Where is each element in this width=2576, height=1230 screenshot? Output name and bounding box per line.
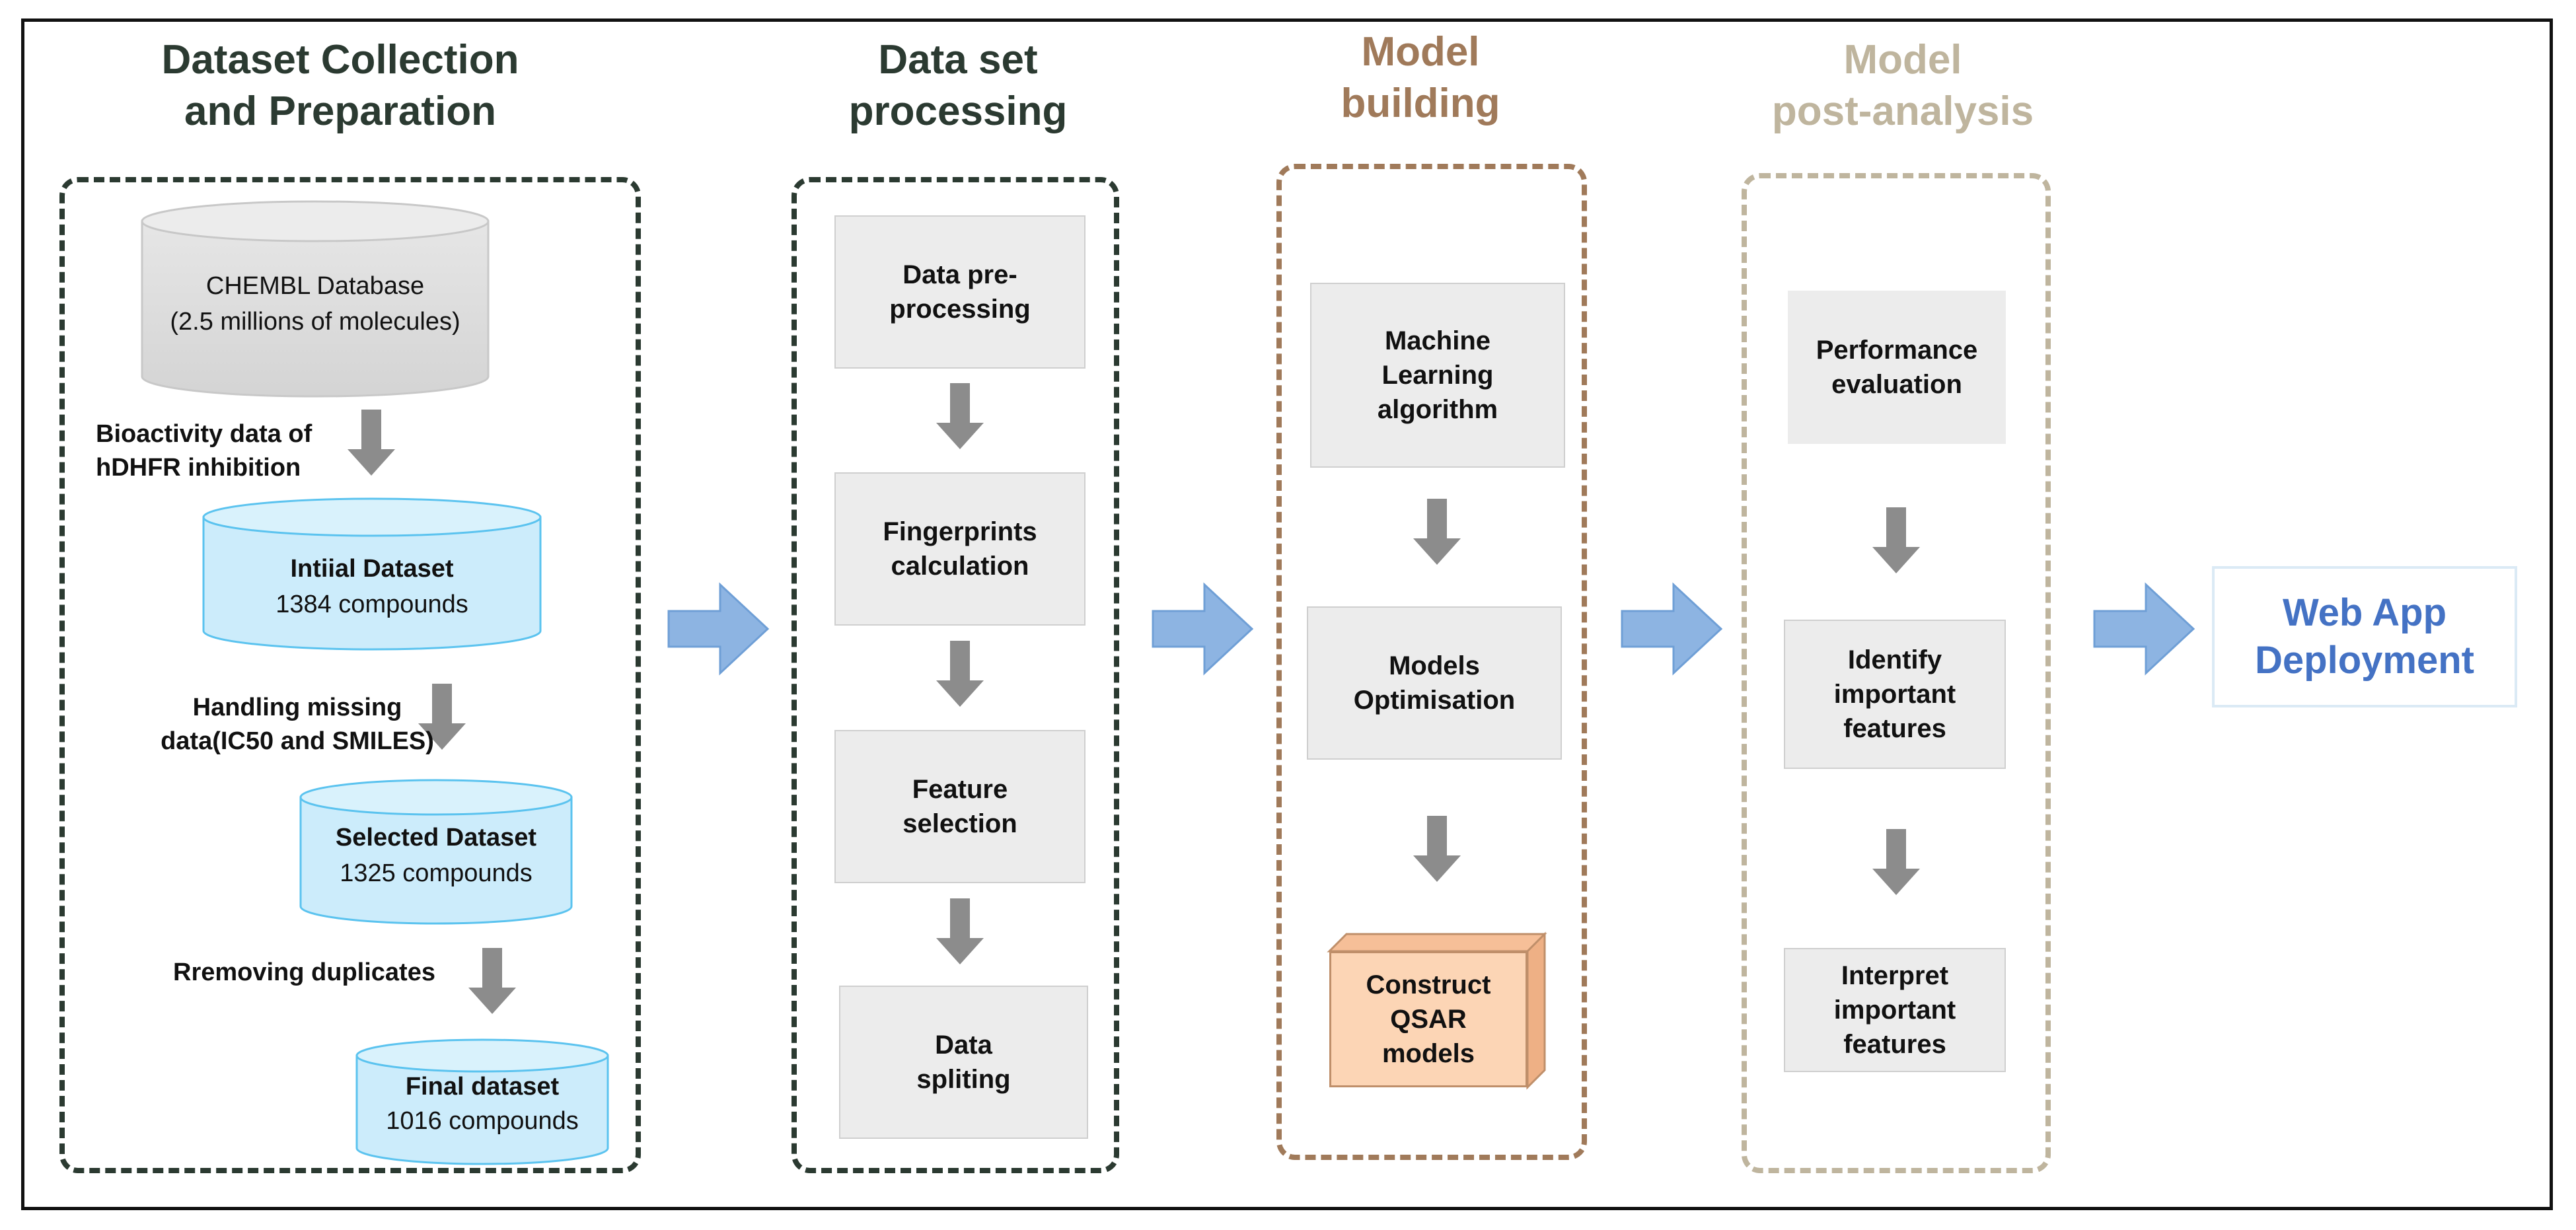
down-arrow — [936, 898, 984, 964]
stage-title-processing: Data set processing — [848, 37, 1068, 134]
selected-dataset-cylinder — [299, 779, 573, 925]
database-name: CHEMBL Database — [205, 272, 425, 300]
step-label-bioactivity: Bioactivity data of hDHFR inhibition — [96, 420, 313, 482]
selected-dataset-name: Selected Dataset — [335, 824, 537, 851]
stage-arrow — [667, 582, 770, 676]
stage-title-collection: Dataset Collection and Preparation — [161, 37, 519, 134]
gray-down-arrows — [348, 383, 1920, 1014]
final-dataset-cylinder — [355, 1038, 609, 1165]
post-step-performance: Performance evaluation — [1788, 291, 2006, 444]
build-step-ml-algorithm: Machine Learning algorithm — [1310, 283, 1565, 468]
post-step-identify-features: Identify important features — [1784, 620, 2006, 769]
stage-arrow — [1152, 582, 1254, 676]
database-cylinder — [141, 200, 490, 398]
down-arrow — [936, 383, 984, 449]
initial-dataset-cylinder — [202, 497, 542, 651]
down-arrow — [418, 684, 466, 750]
process-step-data-splitting: Data spliting — [839, 986, 1088, 1139]
down-arrow — [468, 948, 516, 1014]
stage-title-post-analysis: Model post-analysis — [1771, 37, 2034, 134]
process-step-feature-selection: Feature selection — [834, 730, 1086, 883]
step-label-missing-data: Handling missing data(IC50 and SMILES) — [161, 694, 434, 756]
down-arrow — [348, 410, 395, 476]
stage-container-building — [1276, 164, 1587, 1160]
stage-container-post-analysis — [1742, 173, 2051, 1173]
build-step-optimisation: Models Optimisation — [1307, 606, 1562, 760]
stage-title-building: Model building — [1341, 29, 1500, 126]
blue-right-arrows — [667, 582, 2195, 676]
process-step-preprocessing: Data pre- processing — [834, 215, 1086, 369]
stage-container-collection — [59, 177, 641, 1173]
stage-container-processing — [791, 177, 1119, 1173]
stage-arrow — [2093, 582, 2195, 676]
process-step-fingerprints: Fingerprints calculation — [834, 472, 1086, 626]
down-arrow — [1872, 829, 1920, 895]
post-step-interpret-features: Interpret important features — [1784, 948, 2006, 1072]
final-dataset-name: Final dataset — [405, 1073, 560, 1101]
down-arrow — [1872, 507, 1920, 573]
database-detail: (2.5 millions of molecules) — [170, 308, 460, 336]
selected-dataset-count: 1325 compounds — [340, 859, 533, 887]
web-app-deployment-box: Web App Deployment — [2212, 566, 2517, 707]
stage-arrow — [1621, 582, 1723, 676]
down-arrow — [936, 641, 984, 707]
initial-dataset-name: Intiial Dataset — [290, 555, 454, 583]
down-arrow — [1413, 499, 1461, 565]
initial-dataset-count: 1384 compounds — [276, 591, 468, 618]
final-dataset-count: 1016 compounds — [386, 1107, 579, 1135]
down-arrow — [1413, 816, 1461, 882]
diagram-frame — [21, 18, 2553, 1210]
step-label-duplicates: Rremoving duplicates — [173, 959, 435, 986]
build-step-construct-qsar: Construct QSAR models — [1329, 951, 1527, 1087]
